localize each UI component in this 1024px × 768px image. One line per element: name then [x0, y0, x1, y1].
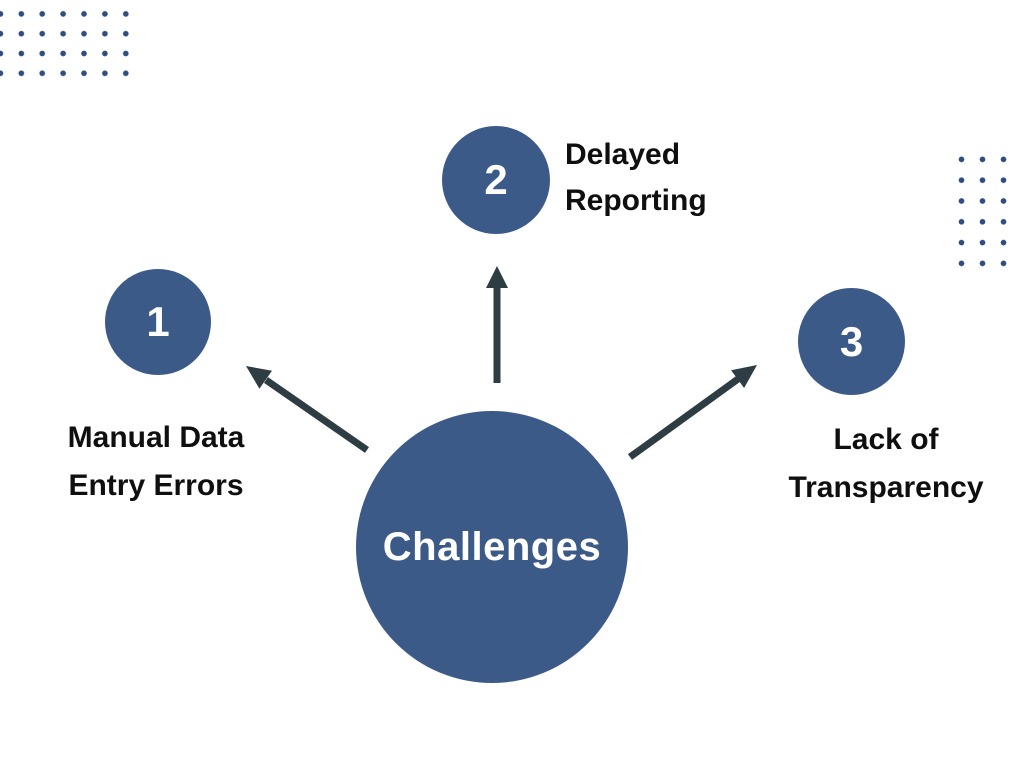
- item-3-circle: 3: [798, 288, 905, 395]
- item-1-circle: 1: [105, 269, 211, 375]
- arrow-head-1-icon: [246, 366, 272, 389]
- item-1-label-line-1: Manual Data: [67, 421, 245, 454]
- item-1-number: 1: [146, 298, 170, 345]
- item-3-label-line-2: Transparency: [788, 471, 984, 504]
- central-challenges-circle: Challenges: [356, 411, 628, 683]
- item-2-circle: 2: [442, 126, 550, 234]
- item-3-label: Lack of Transparency: [746, 416, 1024, 512]
- item-2-number: 2: [484, 156, 508, 203]
- arrow-head-3-icon: [731, 365, 757, 388]
- item-3-number: 3: [839, 317, 864, 365]
- item-3-label-line-1: Lack of: [833, 423, 939, 456]
- central-label: Challenges: [382, 524, 602, 569]
- item-1-label-line-2: Entry Errors: [68, 469, 244, 502]
- arrow-head-2-icon: [486, 266, 508, 288]
- arrow-to-item-3: [627, 376, 741, 460]
- item-1-label: Manual Data Entry Errors: [16, 414, 296, 510]
- item-2-label-line-1: Delayed: [565, 138, 681, 171]
- item-2-label-line-2: Reporting: [565, 184, 707, 217]
- dot-grid-right-icon: [951, 149, 1014, 274]
- item-2-label: Delayed Reporting: [565, 132, 825, 224]
- dot-grid-top-left-icon: [0, 4, 137, 84]
